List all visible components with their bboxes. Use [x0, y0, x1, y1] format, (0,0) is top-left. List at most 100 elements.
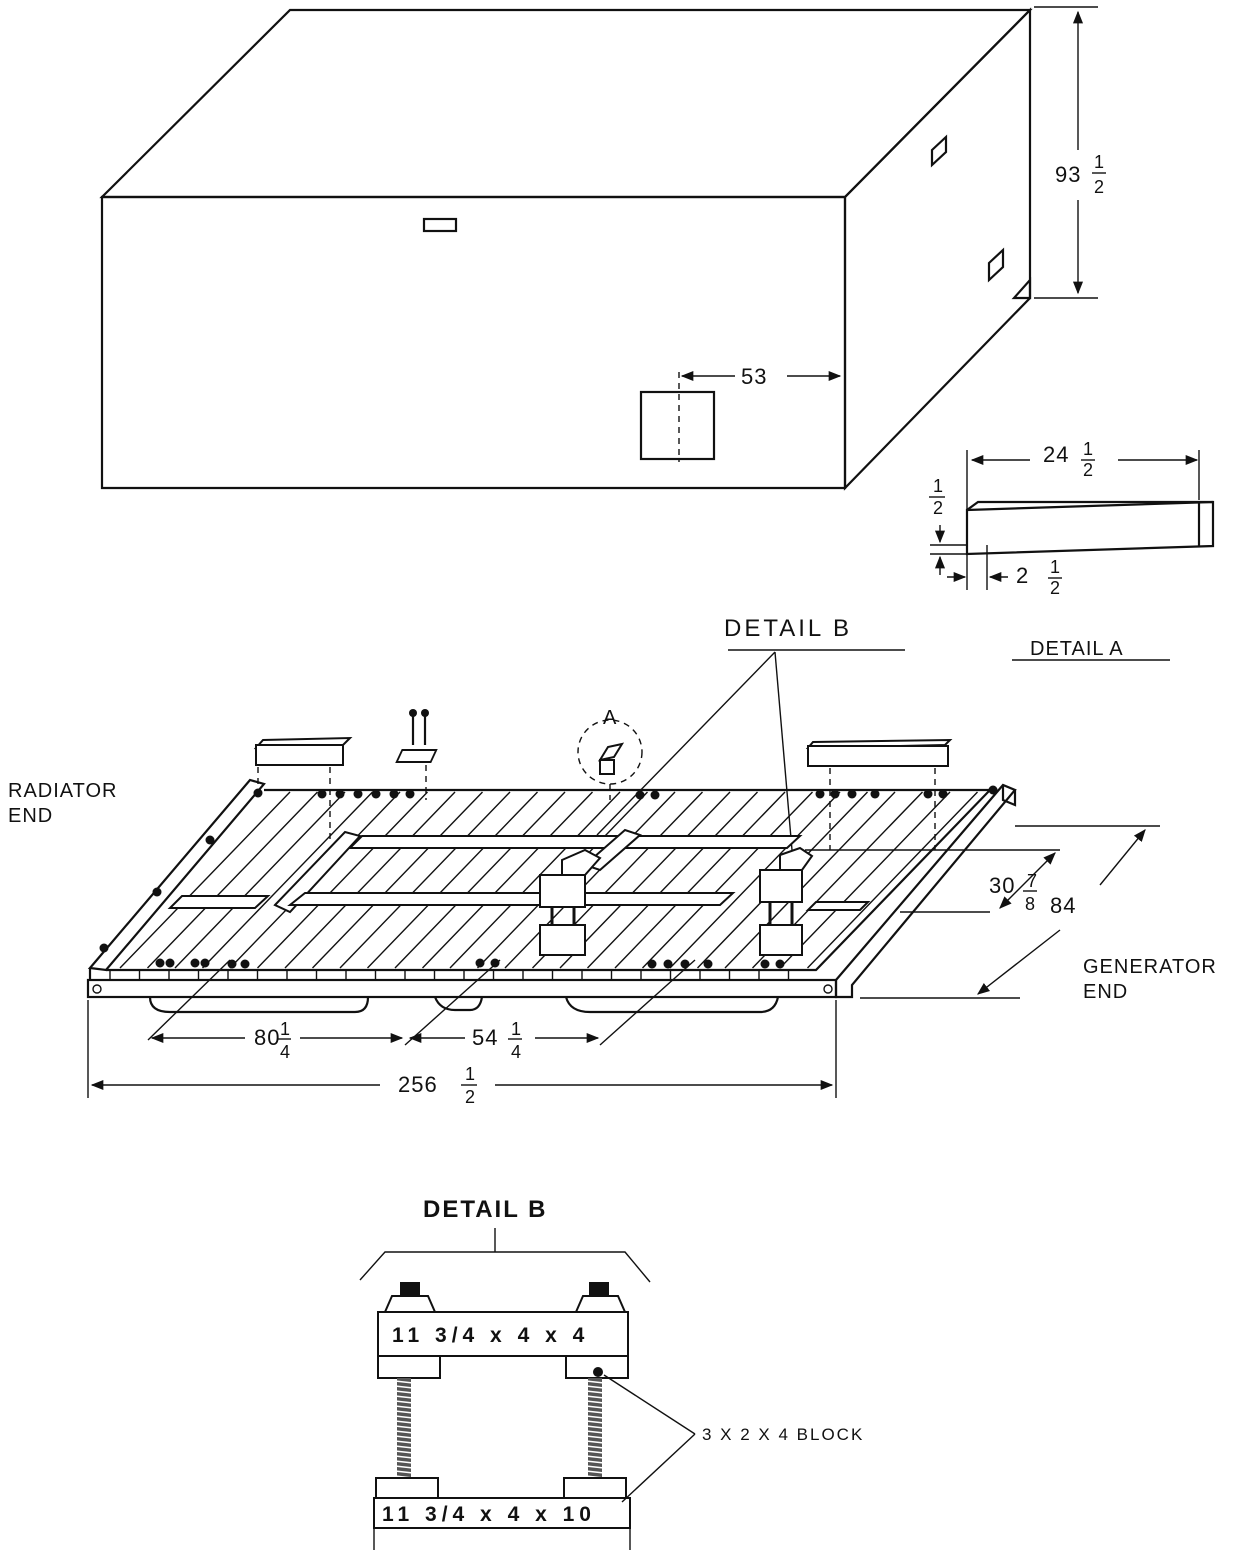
offset-value: 53 — [741, 364, 767, 389]
bolt-head — [335, 789, 345, 799]
dim-54-whole: 54 — [472, 1025, 498, 1050]
detail-a-title: DETAIL A — [1030, 638, 1124, 660]
bolt-head — [490, 958, 500, 968]
deck-plank-line — [614, 791, 786, 969]
bolt-head — [353, 789, 363, 799]
dim-54-den: 4 — [511, 1042, 521, 1062]
detail-a-length-whole: 24 — [1043, 442, 1069, 467]
bolt-head — [405, 789, 415, 799]
spacer-bottom-left — [375, 1477, 439, 1499]
bolt-head — [190, 958, 200, 968]
access-panel — [639, 390, 716, 461]
detail-a-length-num: 1 — [1083, 439, 1093, 459]
bolt-head — [847, 789, 857, 799]
bolt-head — [663, 959, 673, 969]
bolt-head — [240, 959, 250, 969]
lag-bolts — [395, 709, 438, 800]
bolt-head — [200, 958, 210, 968]
bracket-left — [539, 848, 602, 956]
dim-30-whole: 30 — [989, 873, 1015, 898]
deck-plank-line — [146, 791, 319, 969]
deck-plank-line — [669, 791, 841, 969]
width-dimensions: 30 7 8 84 — [805, 825, 1160, 999]
deck-plank-line — [201, 791, 374, 969]
deck-plank-line — [174, 791, 346, 969]
deck-planks — [109, 791, 979, 980]
front-slot — [422, 217, 458, 233]
bolt-head — [205, 835, 215, 845]
deck-plank-line — [586, 791, 759, 969]
threaded-rod — [394, 1378, 414, 1479]
detail-a-block: 24 1 2 1 2 2 1 2 — [929, 439, 1215, 598]
detail-a-marker-letter: A — [603, 707, 617, 729]
top-nut-left — [383, 1282, 437, 1313]
generator-end-label: GENERATOR — [1083, 956, 1217, 978]
top-block — [377, 1311, 629, 1357]
bolt-head — [923, 789, 933, 799]
side-vent-lower — [987, 247, 1005, 283]
bolt-head — [760, 959, 770, 969]
dim-80-den: 4 — [280, 1042, 290, 1062]
offset-dimension: 53 — [680, 364, 842, 389]
height-dimension: 93 1 2 — [1034, 6, 1106, 299]
pad-left — [253, 736, 353, 840]
bolt-head — [647, 959, 657, 969]
detail-b-title: DETAIL B — [423, 1196, 547, 1223]
bolt-head — [155, 958, 165, 968]
threaded-rods — [394, 1378, 605, 1479]
length-dimensions: 80 1 4 54 1 4 256 1 2 — [87, 959, 837, 1107]
dim-80-whole: 80 — [254, 1025, 280, 1050]
dim-30-den: 8 — [1025, 894, 1035, 914]
block-callout-label: 3 X 2 X 4 BLOCK — [702, 1425, 864, 1444]
deck-plank-line — [284, 791, 456, 969]
detail-a-marker: A — [577, 707, 643, 800]
height-num: 1 — [1094, 152, 1104, 172]
bolt-head — [870, 789, 880, 799]
bottom-block — [373, 1497, 631, 1529]
radiator-end-label-line2: END — [8, 805, 53, 827]
bolt-head — [815, 789, 825, 799]
bolt-head — [152, 887, 162, 897]
deck-plank-line — [119, 791, 291, 969]
bolt-head — [775, 959, 785, 969]
dim-256-den: 2 — [465, 1087, 475, 1107]
spacer-bottom-right — [563, 1477, 627, 1499]
dim-256-num: 1 — [465, 1064, 475, 1084]
generator-end-label-line2: END — [1083, 981, 1128, 1003]
deck-plank-line — [449, 791, 621, 969]
deck-plank-line — [421, 791, 594, 969]
pad-right — [805, 738, 953, 850]
deck-plank-line — [504, 791, 676, 969]
bolt-head — [830, 789, 840, 799]
bolt-head — [253, 788, 263, 798]
deck-plank-line — [806, 791, 979, 969]
detail-a-step-den: 2 — [1050, 578, 1060, 598]
dim-256-whole: 256 — [398, 1072, 438, 1097]
deck-plank-line — [779, 791, 951, 969]
dim-80-num: 1 — [280, 1019, 290, 1039]
bolt-head — [938, 789, 948, 799]
bolt-head — [99, 943, 109, 953]
bracket-right — [759, 846, 814, 956]
detail-a-thickness-den: 2 — [933, 498, 943, 518]
deck-plank-line — [339, 791, 511, 969]
bolt-head — [988, 785, 998, 795]
detail-b-callout-label: DETAIL B — [724, 615, 852, 642]
dim-54-num: 1 — [511, 1019, 521, 1039]
dim-30-num: 7 — [1027, 871, 1037, 891]
detail-a-thickness-num: 1 — [933, 476, 943, 496]
deck-plank-line — [724, 791, 896, 969]
deck-plank-line — [641, 791, 814, 969]
bolt-head — [371, 789, 381, 799]
height-whole: 93 — [1055, 162, 1081, 187]
detail-b-enlarged: DETAIL B 11 3/4 x 4 x 4 11 3/4 x 4 x 10 … — [359, 1196, 864, 1550]
spacer-top-left — [377, 1355, 441, 1379]
bolt-head — [680, 959, 690, 969]
detail-a-length-den: 2 — [1083, 460, 1093, 480]
bolt-head — [703, 959, 713, 969]
enclosure-box — [99, 7, 1033, 491]
height-den: 2 — [1094, 177, 1104, 197]
deck-plank-line — [256, 791, 429, 969]
bolt-head — [635, 790, 645, 800]
